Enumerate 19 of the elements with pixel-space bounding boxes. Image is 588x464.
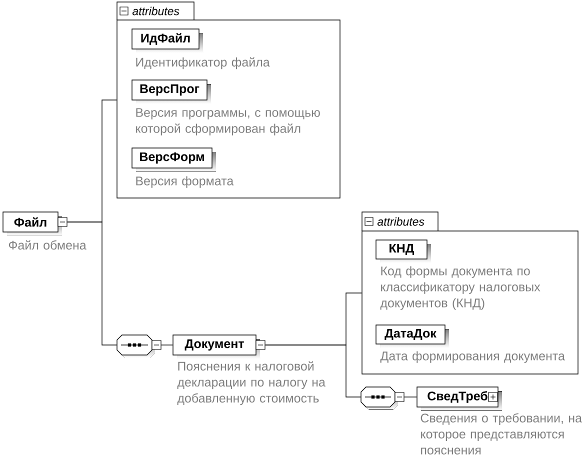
description-text: Версия программы, с помощью которой сформирован файл: [136, 108, 320, 136]
element-box: ВерсПрог: [132, 80, 211, 104]
description-text: Дата формирования документа: [380, 351, 565, 363]
description-text: Пояснения к налоговой декларации по налогу на добавленную стоимость: [177, 361, 326, 406]
element-box: ВерсФорм: [132, 148, 216, 172]
node-label: attributes: [132, 6, 180, 16]
connector-line: [67, 222, 118, 346]
description-text: Версия формата: [136, 176, 234, 188]
description-text: Файл обмена: [8, 240, 86, 250]
connector-line: [404, 396, 417, 398]
connector-line: [265, 344, 362, 398]
connector-line: [160, 344, 173, 346]
description-text: Сведения о требовании, на которое представляются пояснения: [420, 413, 582, 454]
element-box: КНД: [376, 240, 431, 263]
element-box: ИдФайл: [132, 28, 203, 53]
description-text: Код формы документа по классификатору налоговых документов (КНД): [380, 266, 540, 310]
element-box: ДатаДок: [376, 324, 449, 348]
description-text: Идентификатор файла: [136, 57, 270, 70]
node-label: attributes: [377, 217, 424, 226]
